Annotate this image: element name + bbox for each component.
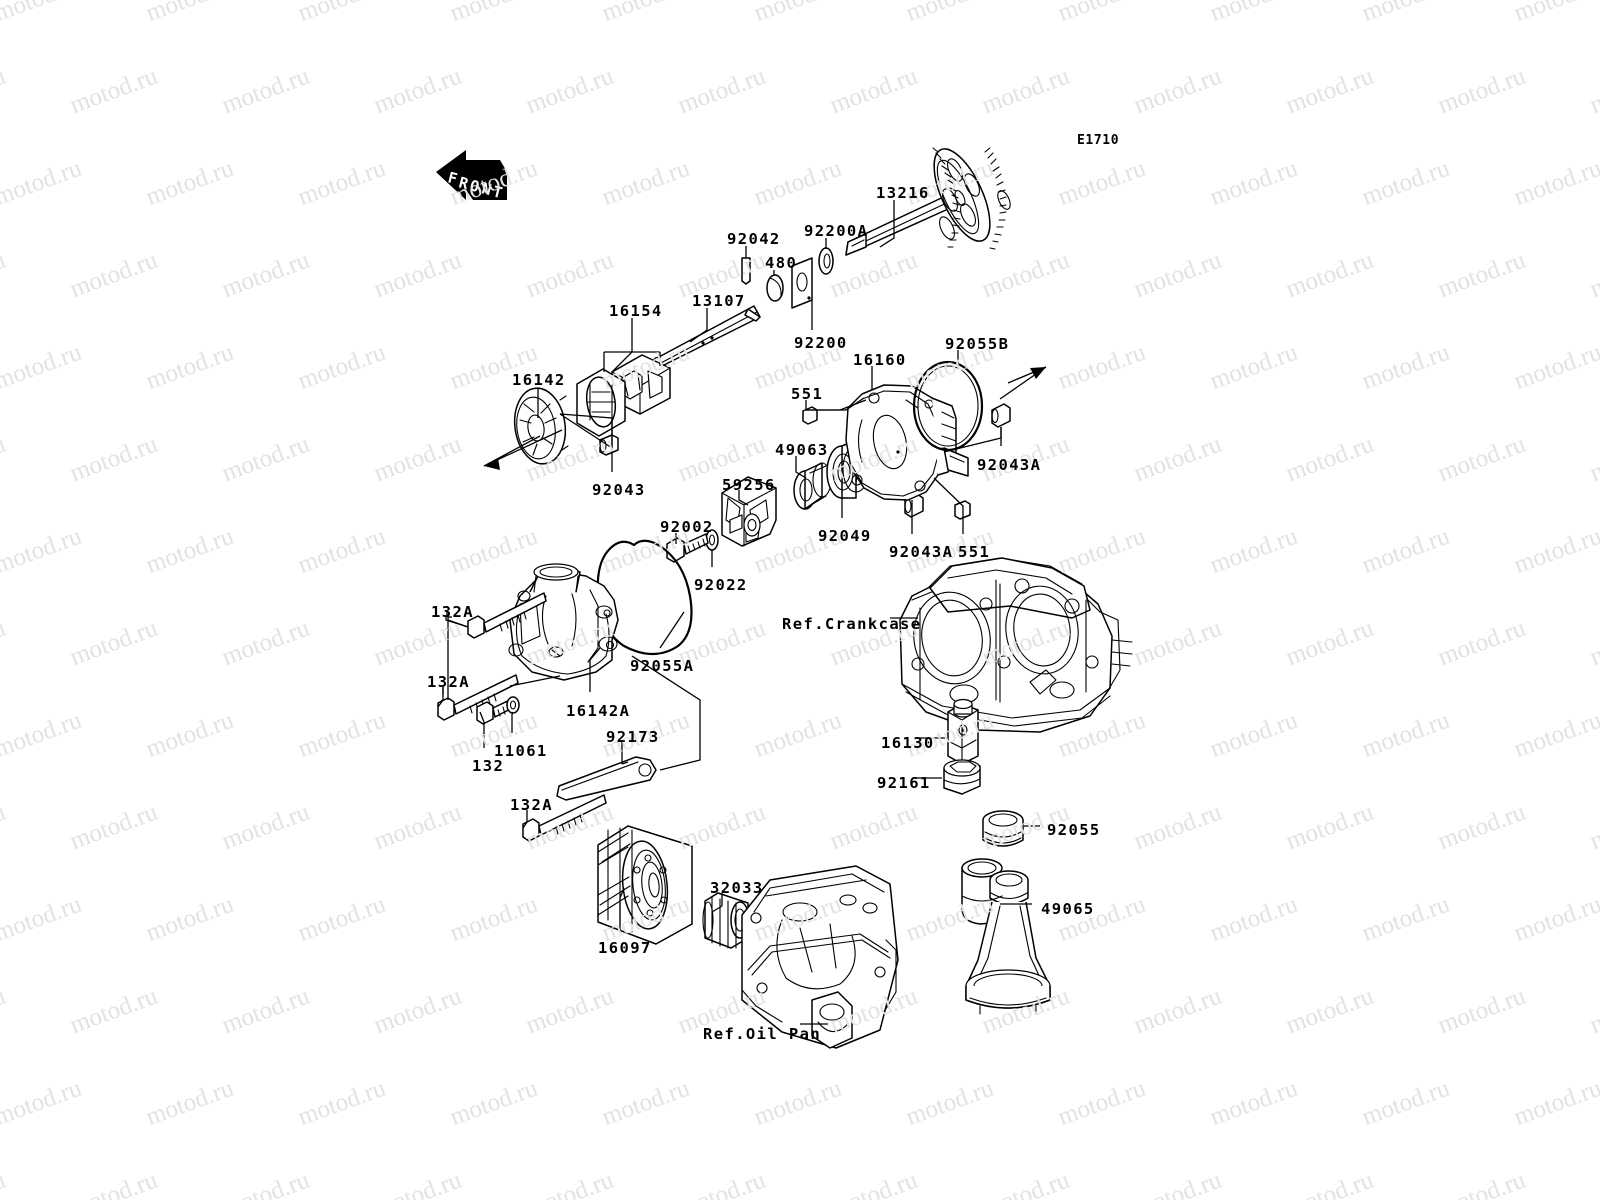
part-16160-oil-pump-body xyxy=(845,384,969,501)
part-16097-oil-filter xyxy=(597,825,693,945)
ref-crankcase-drawing xyxy=(899,557,1133,733)
callout-oil-pump-gear-shaft[interactable]: 13216 xyxy=(876,184,930,202)
callout-relief-valve[interactable]: 16130 xyxy=(881,734,935,752)
callout-bolt-flanged[interactable]: 132A xyxy=(427,673,470,691)
part-16142-outer-rotor xyxy=(483,368,626,470)
callout-oil-filter[interactable]: 16097 xyxy=(598,939,652,957)
callout-pin[interactable]: 551 xyxy=(958,543,991,561)
callout-bolt[interactable]: 132 xyxy=(472,757,505,775)
part-92055-o-ring-cap xyxy=(982,810,1024,847)
callout-pump-body[interactable]: 16160 xyxy=(853,351,907,369)
part-16154-inner-rotor xyxy=(611,354,671,415)
callout-oil-pump-rotor-outer[interactable]: 16142 xyxy=(512,371,566,389)
part-92042-pin xyxy=(741,257,751,285)
callout-dowel-pin[interactable]: 92043 xyxy=(592,481,646,499)
part-13216-pump-drive-gear xyxy=(845,147,1011,256)
part-92200-washer-plate xyxy=(791,257,813,309)
svg-text:O: O xyxy=(468,176,481,196)
callout-o-ring[interactable]: 92055 xyxy=(1047,821,1101,839)
callout-clamp[interactable]: 92173 xyxy=(606,728,660,746)
part-49063-oil-seal xyxy=(793,462,832,510)
part-92161-damper xyxy=(943,759,981,795)
part-92200A-washer xyxy=(818,247,834,275)
ref-oil-pan-drawing xyxy=(741,865,899,1049)
diagram-code: E1710 xyxy=(1077,133,1120,148)
part-551-pin xyxy=(802,406,818,425)
callout-gasket[interactable]: 11061 xyxy=(494,742,548,760)
part-92043A-dowel-pin xyxy=(991,403,1011,428)
callout-water-pump-impeller[interactable]: 59256 xyxy=(722,476,776,494)
callout-washer[interactable]: 92200A xyxy=(804,222,869,240)
ref-oil-pan-label[interactable]: Ref.Oil Pan xyxy=(703,1025,822,1043)
callout-oil-seal[interactable]: 49063 xyxy=(775,441,829,459)
part-11061-gasket xyxy=(506,696,520,714)
callout-oil-pump-shaft[interactable]: 13107 xyxy=(692,292,746,310)
callout-oil-pump-rotor-inner[interactable]: 16154 xyxy=(609,302,663,320)
callout-bolt-flanged[interactable]: 132A xyxy=(510,796,553,814)
callout-mechanical-seal[interactable]: 92049 xyxy=(818,527,872,545)
callout-dowel-pin[interactable]: 92043A xyxy=(889,543,954,561)
leader-lines xyxy=(440,200,1040,1025)
part-480-circlip xyxy=(766,274,784,302)
part-92043-dowel-pin xyxy=(599,434,619,456)
ref-crankcase-label[interactable]: Ref.Crankcase xyxy=(782,615,922,633)
part-49065-oil-strainer xyxy=(961,858,1051,1015)
callout-oil-filter-element-pipe[interactable]: 32033 xyxy=(710,879,764,897)
svg-text:F: F xyxy=(446,168,459,188)
svg-text:T: T xyxy=(491,182,504,202)
part-16142A-water-pump-cover xyxy=(508,563,619,681)
part-92055B-o-ring xyxy=(912,360,1047,452)
part-132A-bolt-2 xyxy=(437,674,519,721)
callout-washer-plate[interactable]: 92200 xyxy=(794,334,848,352)
callout-washer[interactable]: 92022 xyxy=(694,576,748,594)
front-arrow-icon: F R O N T xyxy=(436,150,507,202)
leader-connectors xyxy=(437,397,1002,913)
callout-pin[interactable]: 92042 xyxy=(727,230,781,248)
svg-text:N: N xyxy=(480,179,493,199)
callout-bolt-flanged[interactable]: 132A xyxy=(431,603,474,621)
part-16130-relief-valve xyxy=(947,698,979,765)
part-59256-water-pump-impeller xyxy=(721,476,777,547)
callout-dowel-pin[interactable]: 92043A xyxy=(977,456,1042,474)
callout-o-ring[interactable]: 92055A xyxy=(630,657,695,675)
part-132A-bolt-1 xyxy=(467,592,547,639)
part-132A-bolt-3 xyxy=(522,794,607,842)
callout-pin[interactable]: 551 xyxy=(791,385,824,403)
part-92173-clamp xyxy=(556,756,657,801)
callout-water-pump-cover[interactable]: 16142A xyxy=(566,702,631,720)
callout-circlip[interactable]: 480 xyxy=(765,254,798,272)
callout-o-ring[interactable]: 92055B xyxy=(945,335,1010,353)
callout-oil-filter-strainer[interactable]: 49065 xyxy=(1041,900,1095,918)
callout-bolt[interactable]: 92002 xyxy=(660,518,714,536)
callout-damper[interactable]: 92161 xyxy=(877,774,931,792)
